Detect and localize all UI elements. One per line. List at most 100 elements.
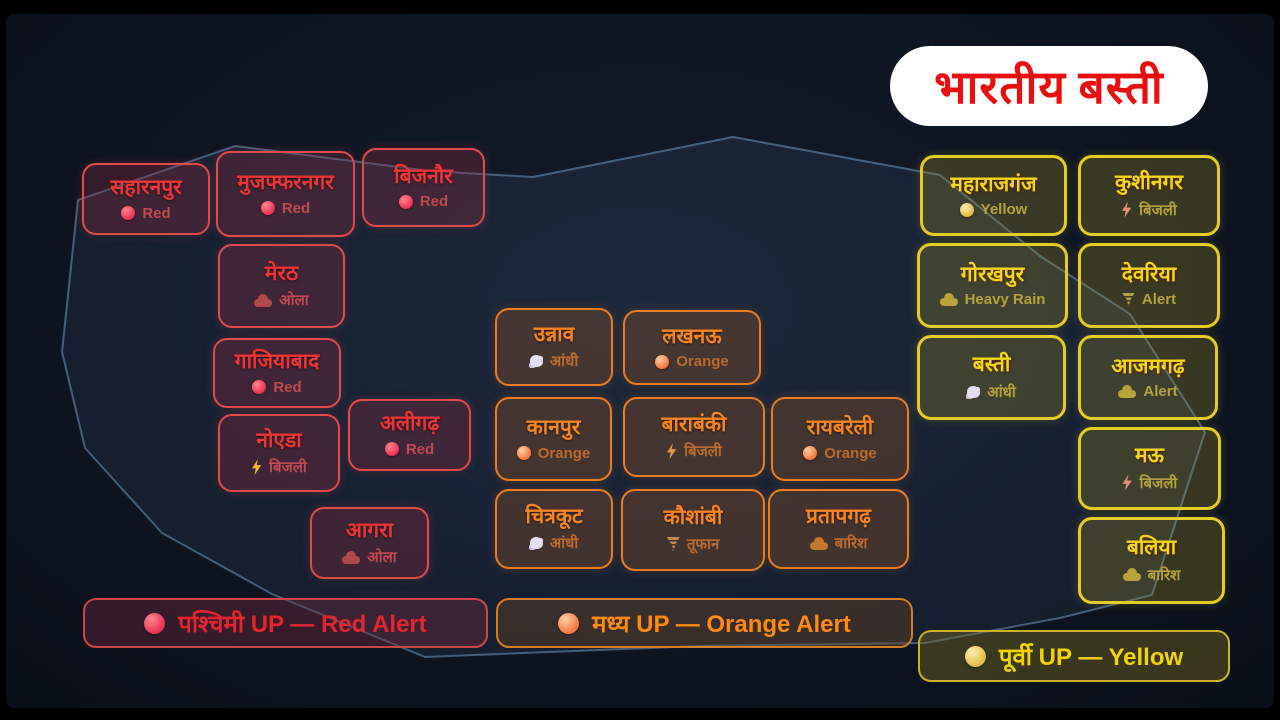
district-status: Red bbox=[405, 440, 435, 458]
district-card-raebareli: रायबरेली Orange bbox=[771, 397, 909, 481]
district-name: आजमगढ़ bbox=[1111, 353, 1185, 378]
district-status: बारिश bbox=[1147, 566, 1181, 584]
district-status-row: Orange bbox=[803, 445, 877, 462]
district-status: Orange bbox=[676, 353, 729, 371]
cloud-icon bbox=[254, 293, 273, 307]
district-card-saharanpur: सहारनपुर Red bbox=[82, 163, 210, 235]
district-card-unnao: उन्नाव आंधी bbox=[495, 308, 613, 386]
legend-west-red-alert: पश्चिमी UP — Red Alert bbox=[83, 598, 488, 648]
legend-label: पूर्वी UP — Yellow bbox=[998, 643, 1184, 671]
district-status: बिजली bbox=[1139, 474, 1178, 492]
district-card-mau: मऊ बिजली bbox=[1078, 427, 1221, 510]
district-name: बाराबंकी bbox=[661, 411, 727, 436]
district-status-row: Red bbox=[260, 200, 310, 217]
legend-label: पश्चिमी UP — Red Alert bbox=[178, 610, 427, 638]
district-status-row: बारिश bbox=[809, 533, 868, 553]
orange-dot-icon bbox=[655, 354, 670, 369]
district-status-row: बिजली bbox=[1121, 200, 1177, 220]
district-status: बिजली bbox=[684, 443, 722, 461]
cloud-icon bbox=[1118, 385, 1137, 399]
rain-cloud-icon bbox=[939, 293, 958, 307]
district-status-row: Yellow bbox=[959, 201, 1027, 218]
district-status-row: बिजली bbox=[1122, 473, 1178, 493]
lightning-icon bbox=[252, 459, 262, 476]
district-card-ghaziabad: गाजियाबाद Red bbox=[213, 338, 341, 408]
district-status-row: आंधी bbox=[529, 533, 578, 553]
legend-east-yellow: पूर्वी UP — Yellow bbox=[918, 630, 1230, 682]
district-name: कौशांबी bbox=[663, 504, 723, 529]
legend-label: मध्य UP — Orange Alert bbox=[592, 610, 851, 638]
tornado-icon bbox=[1121, 292, 1135, 307]
district-card-muzaffarnagar: मुजफ्फरनगर Red bbox=[216, 151, 355, 237]
district-name: मुजफ्फरनगर bbox=[237, 170, 334, 195]
district-card-gorakhpur: गोरखपुर Heavy Rain bbox=[917, 243, 1068, 328]
district-card-pratapgarh: प्रतापगढ़ बारिश bbox=[768, 489, 909, 569]
district-status-row: तूफान bbox=[666, 534, 719, 554]
district-name: आगरा bbox=[345, 517, 394, 542]
wind-icon bbox=[967, 385, 981, 398]
district-name: नोएडा bbox=[256, 427, 302, 452]
red-dot-icon bbox=[260, 201, 275, 216]
district-status: Red bbox=[142, 204, 171, 222]
orange-dot-icon bbox=[516, 446, 531, 461]
district-status-row: Heavy Rain bbox=[939, 291, 1046, 309]
rain-cloud-icon bbox=[1122, 568, 1141, 582]
district-status: ओला bbox=[279, 292, 309, 310]
map-board bbox=[6, 14, 1274, 708]
district-name: उन्नाव bbox=[533, 321, 575, 346]
yellow-dot-icon bbox=[959, 202, 974, 217]
district-name: सहारनपुर bbox=[110, 175, 182, 200]
district-status: Red bbox=[273, 378, 302, 396]
district-name: रायबरेली bbox=[806, 415, 874, 440]
district-status-row: आंधी bbox=[967, 382, 1016, 402]
district-name: बस्ती bbox=[972, 352, 1011, 377]
district-card-aligarh: अलीगढ़ Red bbox=[348, 399, 471, 471]
red-dot-icon bbox=[144, 612, 166, 634]
red-dot-icon bbox=[398, 194, 413, 209]
lightning-icon bbox=[667, 443, 677, 460]
district-card-maharajganj: महाराजगंज Yellow bbox=[920, 155, 1067, 236]
lightning-icon bbox=[1122, 201, 1132, 218]
district-name: प्रतापगढ़ bbox=[806, 503, 871, 528]
district-name: चित्रकूट bbox=[525, 503, 583, 528]
channel-title-pill: भारतीय बस्ती bbox=[890, 46, 1208, 126]
district-card-noida: नोएडा बिजली bbox=[218, 414, 340, 492]
district-status: बिजली bbox=[269, 459, 307, 477]
district-name: मऊ bbox=[1134, 443, 1165, 468]
district-status-row: Red bbox=[398, 193, 449, 211]
legend-central-orange-alert: मध्य UP — Orange Alert bbox=[496, 598, 913, 648]
district-status-row: ओला bbox=[342, 547, 397, 567]
district-name: गोरखपुर bbox=[960, 261, 1025, 286]
red-dot-icon bbox=[384, 442, 399, 457]
district-card-azamgarh: आजमगढ़ Alert bbox=[1078, 335, 1218, 420]
district-card-basti: बस्ती आंधी bbox=[917, 335, 1066, 420]
wind-icon bbox=[529, 537, 543, 550]
district-status: बारिश bbox=[834, 535, 868, 553]
district-card-ballia: बलिया बारिश bbox=[1078, 517, 1225, 604]
district-name: कानपुर bbox=[526, 415, 581, 440]
district-card-meerut: मेरठ ओला bbox=[218, 244, 345, 328]
district-status-row: बिजली bbox=[251, 457, 307, 477]
district-card-agra: आगरा ओला bbox=[310, 507, 429, 579]
district-status: Red bbox=[419, 193, 449, 211]
district-name: बिजनौर bbox=[394, 163, 453, 188]
rain-cloud-icon bbox=[809, 536, 828, 550]
district-status-row: आंधी bbox=[529, 351, 578, 371]
district-status: Alert bbox=[1143, 383, 1178, 401]
lightning-icon bbox=[1122, 474, 1132, 491]
orange-dot-icon bbox=[803, 446, 818, 461]
district-status-row: Red bbox=[121, 204, 171, 222]
district-status-row: बारिश bbox=[1122, 565, 1181, 585]
district-status-row: ओला bbox=[254, 290, 309, 310]
district-status-row: Alert bbox=[1121, 291, 1176, 308]
district-name: गाजियाबाद bbox=[234, 349, 320, 374]
district-status: Heavy Rain bbox=[964, 291, 1046, 309]
district-name: मेरठ bbox=[264, 260, 299, 285]
district-status-row: बिजली bbox=[666, 441, 722, 461]
red-dot-icon bbox=[121, 206, 136, 221]
yellow-dot-icon bbox=[964, 645, 986, 667]
district-card-chitrakoot: चित्रकूट आंधी bbox=[495, 489, 613, 569]
district-card-deoria: देवरिया Alert bbox=[1078, 243, 1220, 328]
district-status: Orange bbox=[824, 444, 877, 462]
